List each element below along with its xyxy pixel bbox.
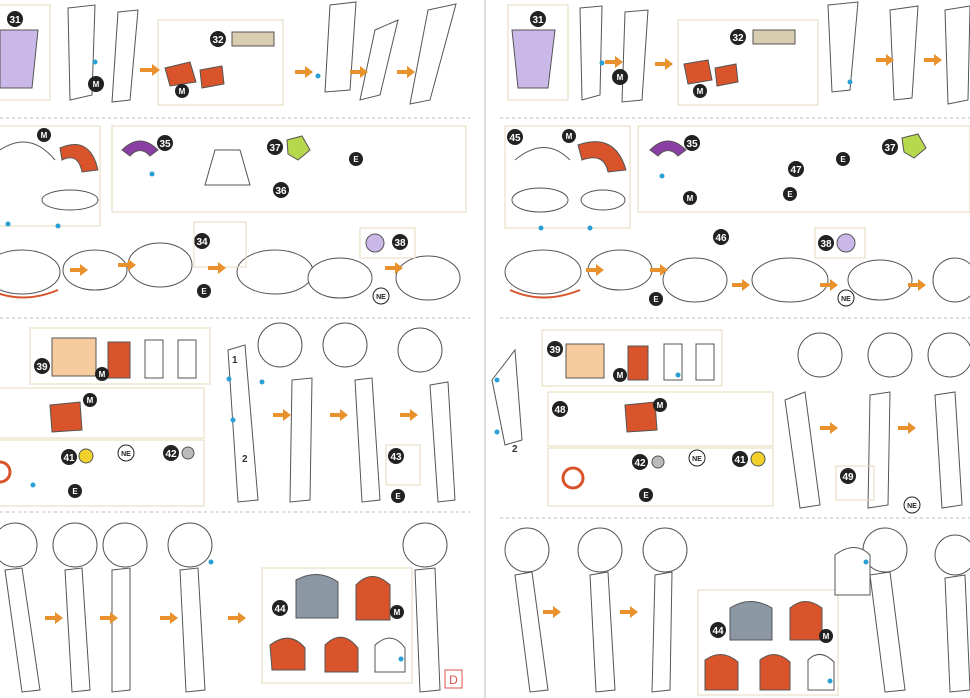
mark-e-label: E — [787, 190, 793, 199]
mark-m-label: M — [823, 632, 830, 641]
mark-m-label: M — [617, 73, 624, 82]
step-box-33: M — [0, 125, 101, 227]
step-box-31-right: 31 — [507, 4, 569, 101]
leg-tube-sketches-top — [67, 1, 457, 105]
mark-m-top-left — [88, 76, 104, 92]
step-number-34: 34 — [196, 237, 208, 248]
step-box-32-right: 32 M — [677, 19, 819, 106]
step-number-36: 36 — [275, 186, 287, 197]
step-number-45: 45 — [509, 133, 521, 144]
step-box-31: 31 — [0, 4, 51, 101]
leg-tube-sketches-top-right — [579, 1, 970, 105]
mark-m-label: M — [617, 371, 624, 380]
left-page: 31 M 32 M — [0, 1, 467, 693]
step-box-48: 48 M — [547, 391, 774, 447]
mark-ne-label: NE — [121, 451, 131, 458]
step-number-37: 37 — [269, 143, 281, 154]
mark-m-label: M — [93, 80, 100, 89]
mark-m-label: M — [179, 87, 186, 96]
step-number-42: 42 — [634, 458, 646, 469]
step-number-35: 35 — [159, 139, 171, 150]
limb-sketches-bottom-right — [504, 527, 970, 693]
mark-e-label: E — [72, 487, 78, 496]
step-number-39: 39 — [549, 345, 561, 356]
step-number-42: 42 — [165, 449, 177, 460]
cone-sketches-row-right — [504, 249, 970, 303]
step-number-46: 46 — [715, 233, 727, 244]
step-box-40: M — [0, 387, 205, 439]
mark-ne-label: NE — [692, 456, 702, 463]
mark-m-label: M — [657, 401, 664, 410]
part-35-arc — [121, 140, 159, 157]
mark-m-label: M — [566, 132, 573, 141]
mark-m-label: M — [697, 87, 704, 96]
limb-sketches-row3 — [227, 322, 456, 503]
connection-dots — [5, 59, 869, 684]
step-number-39: 39 — [36, 362, 48, 373]
step-box-32: 32 M — [157, 19, 284, 106]
step-number-38: 38 — [394, 238, 406, 249]
step-number-44: 44 — [712, 626, 724, 637]
part-37-green — [286, 135, 311, 161]
part-39-panel — [51, 337, 97, 377]
arrows-top-row — [140, 64, 415, 78]
row-separators — [0, 117, 970, 519]
step-box-39-right: 39 M — [541, 329, 723, 387]
arrows-bottom-row — [45, 612, 246, 624]
mark-e-label: E — [840, 155, 846, 164]
mark-m-label: M — [87, 396, 94, 405]
arrows-row3-right — [820, 422, 916, 434]
step-number-41: 41 — [734, 455, 746, 466]
step-box-35-47-right: 35 47 37 M E E — [637, 125, 970, 213]
mark-ne-label: NE — [376, 294, 386, 301]
step-number-44: 44 — [274, 604, 286, 615]
step-box-44-right: 44 M — [697, 547, 871, 696]
right-page: 31 M 32 M — [491, 1, 970, 696]
step-number-41: 41 — [63, 453, 75, 464]
leg-label-2: 2 — [242, 454, 248, 465]
mark-ne-label: NE — [907, 503, 917, 510]
mark-m-label: M — [394, 608, 401, 617]
step-number-48: 48 — [554, 405, 566, 416]
step-number-31: 31 — [532, 15, 544, 26]
arrows-bottom-row-right — [543, 606, 638, 618]
step-number-31: 31 — [9, 15, 21, 26]
step-number-38: 38 — [820, 239, 832, 250]
arrows-cone-row-right — [586, 264, 926, 291]
limb-sketches-row3-right — [784, 332, 970, 509]
mark-m-label: M — [41, 131, 48, 140]
step-box-39: 39 M — [29, 327, 211, 385]
page-letter: D — [449, 673, 458, 687]
arrows-cone-row — [70, 259, 403, 276]
mark-ne-label: NE — [841, 296, 851, 303]
mark-e-label: E — [643, 491, 649, 500]
step-box-44: 44 M — [261, 567, 413, 684]
part-44-helmet-slate — [295, 574, 339, 619]
step-number-32: 32 — [732, 33, 744, 44]
mark-e-label: E — [653, 295, 659, 304]
mark-e-label: E — [353, 155, 359, 164]
step-box-35-37: 35 36 37 E — [111, 125, 467, 213]
step-number-49: 49 — [842, 472, 854, 483]
limb-sketches-bottom — [0, 522, 448, 693]
mark-e-label: E — [395, 492, 401, 501]
leg-label-2: 2 — [512, 444, 518, 455]
part-31-panel — [0, 29, 39, 89]
mark-m-label: M — [687, 194, 694, 203]
arrows-top-row-right — [605, 54, 942, 70]
step-box-42-41-right: 42 41 NE E — [547, 447, 774, 507]
arrows-row3 — [273, 409, 418, 421]
step-number-37: 37 — [884, 143, 896, 154]
step-number-43: 43 — [390, 452, 402, 463]
step-box-41-42: 41 42 NE E — [0, 439, 205, 507]
leg-label-1: 1 — [232, 355, 238, 366]
step-number-32: 32 — [212, 35, 224, 46]
step-number-47: 47 — [790, 165, 802, 176]
mark-m-label: M — [99, 370, 106, 379]
step-number-35: 35 — [686, 139, 698, 150]
step-box-45: 45 M — [504, 125, 631, 229]
cone-sketches-row — [0, 242, 461, 301]
mark-e-label: E — [201, 287, 207, 296]
